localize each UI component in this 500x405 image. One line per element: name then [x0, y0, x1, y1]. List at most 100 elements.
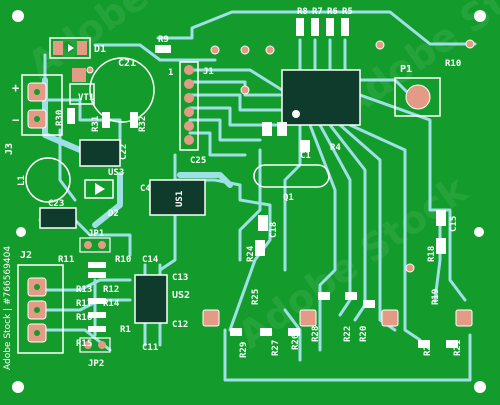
resistors-left-block: R11 R10 R13 R12 R17 R14 R16 R1 R15: [58, 255, 131, 349]
j1-label: J1: [203, 67, 214, 77]
trace-j1-5: [188, 118, 262, 142]
c15-label: C15: [449, 216, 459, 232]
c2-label: C2: [279, 125, 289, 136]
jp1-outline: [79, 237, 111, 253]
r11-label: R11: [58, 255, 74, 265]
d1-outline: [49, 37, 91, 59]
r25-label: R25: [251, 289, 261, 305]
r20-label: R20: [359, 326, 369, 342]
via-5: [375, 40, 385, 50]
r31-label: R31: [91, 116, 101, 132]
l1-outline: [25, 157, 71, 203]
connector-j2: J2: [17, 250, 64, 354]
via-2: [240, 45, 250, 55]
test-pad-3: [381, 309, 399, 327]
c2-body: [277, 122, 287, 136]
r13-label: R13: [76, 285, 92, 295]
c21-outline: [89, 57, 155, 123]
jp1-pin-2: [98, 241, 106, 249]
jp2-outline: [79, 337, 111, 353]
j2-outline: [17, 264, 64, 354]
trace-top-long: [156, 10, 477, 46]
c18-label: C18: [269, 222, 279, 238]
c23-body: [39, 207, 77, 229]
r16-body: [88, 312, 106, 318]
d2-symbol: [95, 183, 105, 195]
r18-body: [436, 238, 446, 254]
vt1-label: VT1: [78, 93, 94, 103]
test-pads: [202, 309, 473, 327]
j1-pin-6: [184, 135, 194, 145]
components-right-mid: C18 C15 R24 R18: [246, 210, 459, 262]
resistor-r9: R9: [155, 35, 171, 53]
trace-bottom-loop: [223, 328, 472, 382]
main-ic: [281, 69, 361, 126]
r22-body: [345, 292, 357, 300]
mount-hole-bottom-right: [474, 381, 486, 393]
r24-label: R24: [246, 245, 256, 262]
trace-j1-6: [188, 131, 247, 157]
r6-label: R6: [327, 7, 338, 17]
r13-body: [88, 272, 106, 278]
capacitor-c21: C21: [72, 57, 155, 123]
r27-body: [260, 328, 272, 336]
d1-label: D1: [94, 44, 106, 55]
mount-hole-left-mid: [16, 227, 26, 237]
trace-r24: [238, 148, 262, 262]
r4-label: R4: [330, 143, 341, 153]
trace-r18-down: [433, 213, 442, 302]
c3-body: [262, 122, 272, 136]
trace-right-5: [318, 123, 352, 317]
us1-label: US1: [175, 191, 185, 207]
us3-body: [79, 139, 121, 167]
r11-body: [88, 262, 106, 268]
mount-hole-top-left: [12, 10, 24, 22]
capacitor-c23: C23: [39, 199, 77, 229]
r19-label: R19: [431, 289, 441, 305]
c25-label: C25: [190, 156, 206, 166]
trace-top-link: [93, 43, 217, 62]
connector-j3: + − J3: [4, 74, 63, 155]
r1-label: R1: [120, 325, 131, 335]
r10-top-label: R10: [445, 59, 461, 69]
via-1: [210, 45, 220, 55]
q1-label: Q1: [283, 193, 294, 203]
c1-body: [300, 140, 310, 152]
us1-body: [149, 179, 206, 216]
jp1-pin-1: [84, 241, 92, 249]
d1-pad-2: [77, 41, 87, 55]
c14-label: C14: [142, 255, 159, 265]
j1-pin-1-label: 1: [168, 68, 173, 78]
c23-label: C23: [48, 199, 64, 209]
us2-body: [134, 274, 168, 324]
crystal-q1: Q1: [253, 164, 330, 203]
j2-label: J2: [20, 250, 32, 261]
d2-outline: [84, 179, 114, 199]
r28-label: R28: [311, 326, 321, 342]
j3-plus-label: +: [12, 81, 19, 95]
via-7: [405, 263, 415, 273]
trace-right-2: [348, 123, 422, 342]
mount-hole-top-right: [474, 10, 486, 22]
j2-pad-2-hole: [34, 307, 40, 313]
us3-label: US3: [108, 168, 124, 178]
vt1-outline: [69, 83, 95, 105]
trace-j1-3: [188, 93, 284, 112]
inductor-l1: L1: [17, 157, 71, 203]
j1-pin-2: [184, 79, 194, 89]
r5-label: R5: [342, 7, 353, 17]
r30-label: R30: [55, 110, 65, 126]
r32-label: R32: [138, 116, 148, 132]
test-pad-2: [299, 309, 317, 327]
capacitors-mid: C3 C2 C1 R4: [262, 122, 341, 161]
power-trace-us1: [177, 172, 233, 188]
resistor-array-top: R8 R7 R6 R5: [296, 7, 353, 36]
r12-label: R12: [103, 285, 119, 295]
r22-label: R22: [343, 326, 353, 342]
trace-j2-2: [38, 298, 132, 312]
mount-hole-right-mid: [474, 227, 484, 237]
j2-pad-1-hole: [34, 284, 40, 290]
j1-pin-3: [184, 93, 194, 103]
ic-us3: US3 C22 C25: [79, 139, 206, 178]
